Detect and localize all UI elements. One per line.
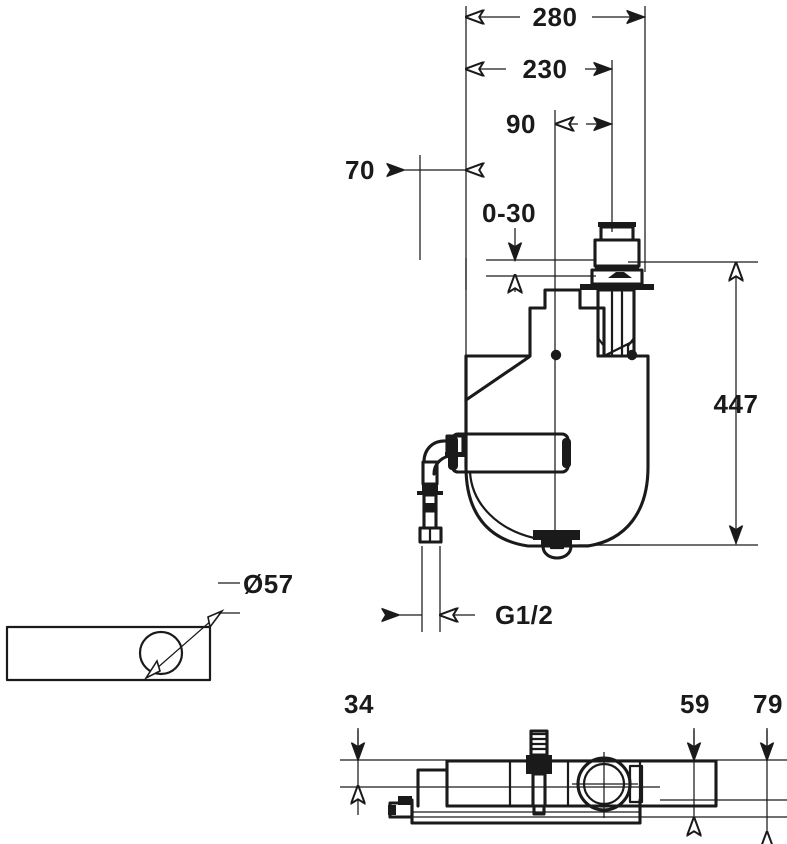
dimension-g12: G1/2 [400,600,553,630]
dimension-230: 230 [466,54,612,84]
dim-34-label: 34 [344,689,374,719]
dimension-34: 34 [344,689,374,815]
flush-valve-cylinder [448,432,571,540]
dimension-59: 59 [680,689,710,830]
bore-detail-view: Ø57 [5,569,294,682]
dim-0-30-label: 0-30 [482,198,536,228]
dim-70-label: 70 [345,155,375,185]
fill-valve-assembly [580,222,654,358]
elevation-extension-lines [419,6,646,548]
dim-79-label: 79 [753,689,783,719]
dimension-90: 90 [506,109,612,139]
dim-230-label: 230 [523,54,568,84]
dimension-79: 79 [753,689,783,844]
dimension-0-30: 0-30 [482,198,596,292]
dim-g12-label: G1/2 [495,600,553,630]
dimension-70: 70 [345,155,466,185]
dim-59-label: 59 [680,689,710,719]
dimension-280: 280 [466,2,645,32]
plan-section-view [340,729,787,825]
bottom-outlet-flange [533,530,640,560]
dim-90-label: 90 [506,109,536,139]
dim-280-label: 280 [533,2,578,32]
dim-447-label: 447 [714,389,759,419]
cistern-body-outline [464,288,650,548]
dimension-447: 447 [568,261,759,546]
dim-d57-label: Ø57 [243,569,294,599]
